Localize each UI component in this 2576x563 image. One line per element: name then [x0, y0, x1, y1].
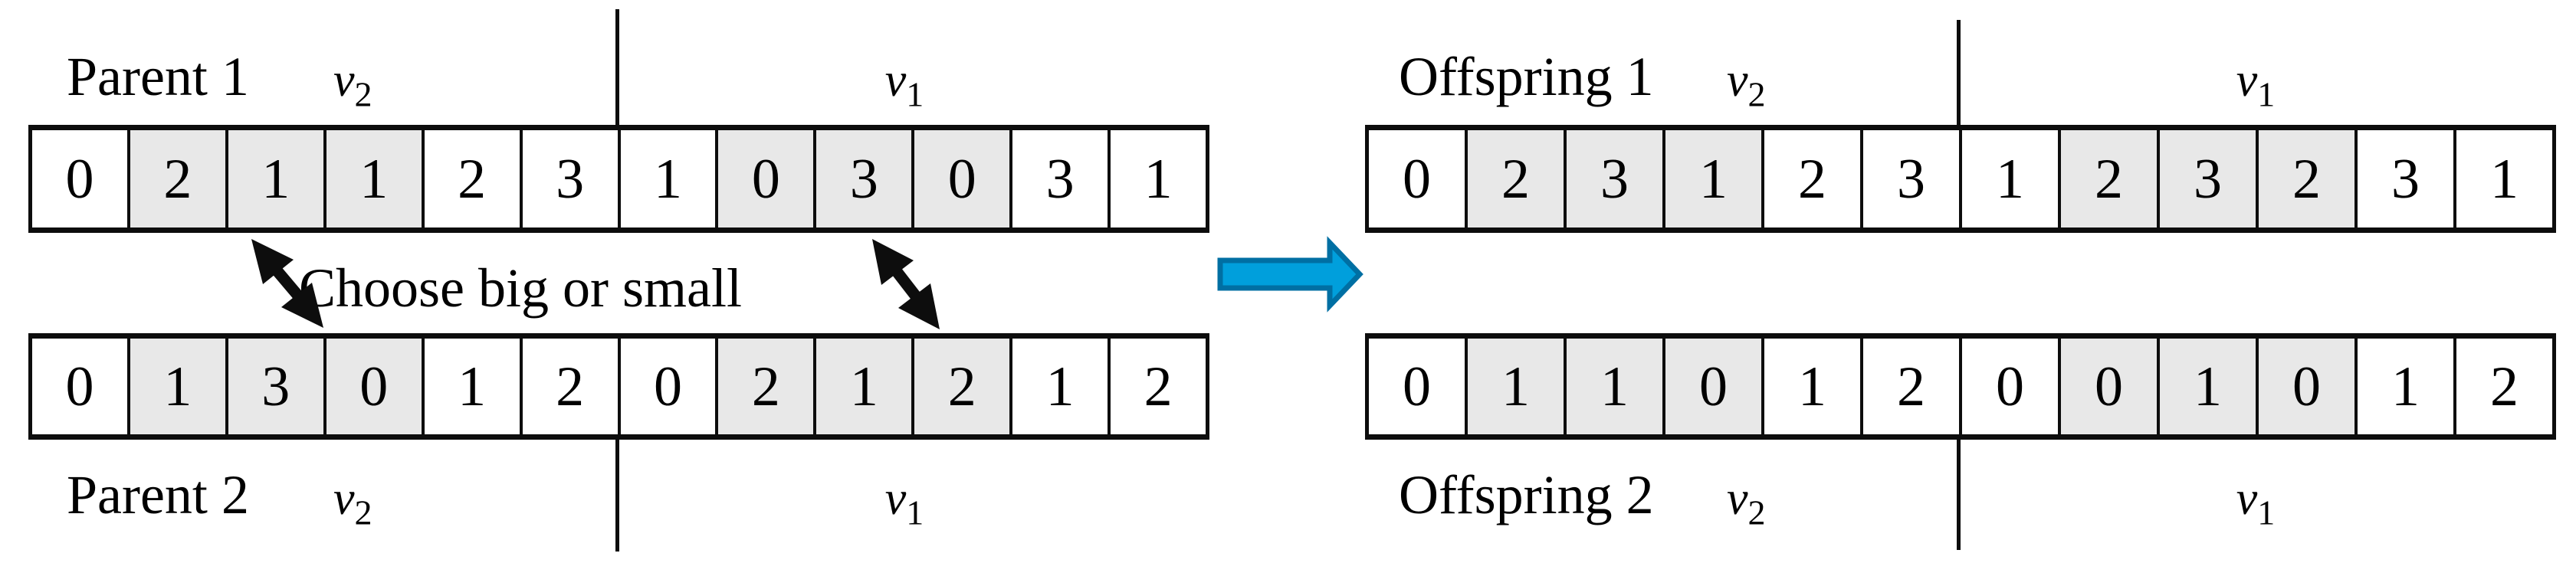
gene-cell: 0	[1369, 339, 1465, 434]
gene-cell: 1	[2354, 339, 2453, 434]
gene-cell: 0	[32, 130, 127, 227]
v2-symbol: v	[1727, 54, 1748, 106]
parent2-v2-label: v2	[333, 473, 372, 530]
gene-cell: 1	[126, 339, 225, 434]
gene-cell: 0	[1369, 130, 1465, 227]
gene-cell: 3	[1009, 130, 1108, 227]
gene-cell: 0	[2058, 339, 2157, 434]
parent1-v1-label: v1	[862, 54, 947, 112]
gene-cell: 0	[911, 130, 1010, 227]
gene-cell: 0	[1662, 339, 1761, 434]
gene-cell: 1	[813, 339, 912, 434]
gene-cell: 0	[2256, 339, 2354, 434]
choose-annotation: Choose big or small	[299, 257, 742, 319]
gene-cell: 2	[715, 339, 814, 434]
v1-subscript: 1	[2257, 74, 2276, 114]
offspring1-v2-label: v2	[1727, 54, 1766, 112]
offspring2-v2-label: v2	[1727, 473, 1766, 530]
offspring2-label: Offspring 2	[1399, 464, 1654, 525]
gene-cell: 2	[2256, 130, 2354, 227]
gene-cell: 1	[1564, 339, 1662, 434]
exchange-arrow-right	[872, 239, 940, 329]
gene-cell: 1	[225, 130, 323, 227]
v1-subscript: 1	[2257, 493, 2276, 532]
offspring1-v1-label: v1	[2213, 54, 2298, 112]
offspring1-label: Offspring 1	[1399, 46, 1654, 107]
gene-cell: 2	[519, 339, 618, 434]
gene-cell: 2	[2453, 339, 2552, 434]
gene-cell: 0	[32, 339, 127, 434]
gene-cell: 2	[1108, 339, 1206, 434]
v2-subscript: 2	[354, 493, 372, 532]
gene-cell: 3	[225, 339, 323, 434]
gene-cell: 0	[617, 339, 716, 434]
gene-cell: 0	[715, 130, 814, 227]
gene-cell: 2	[1465, 130, 1564, 227]
gene-cell: 1	[1662, 130, 1761, 227]
v2-subscript: 2	[354, 74, 372, 114]
v1-symbol: v	[884, 473, 907, 525]
v1-subscript: 1	[906, 493, 924, 532]
v2-symbol: v	[1727, 473, 1748, 525]
gene-cell: 3	[813, 130, 912, 227]
gene-cell: 2	[1860, 339, 1959, 434]
gene-cell: 1	[1009, 339, 1108, 434]
offspring2-segment-divider	[1957, 438, 1961, 550]
gene-cell: 2	[126, 130, 225, 227]
parent1-v2-label: v2	[333, 54, 372, 112]
gene-cell: 0	[323, 339, 422, 434]
offspring2-v1-label: v1	[2213, 473, 2298, 530]
gene-cell: 1	[617, 130, 716, 227]
transform-arrow	[1217, 236, 1363, 313]
gene-cell: 2	[911, 339, 1010, 434]
gene-cell: 1	[1959, 130, 2058, 227]
v2-symbol: v	[333, 473, 355, 525]
gene-cell: 1	[1465, 339, 1564, 434]
v2-subscript: 2	[1747, 493, 1766, 532]
offspring1-segment-divider	[1957, 20, 1961, 126]
gene-cell: 1	[1761, 339, 1860, 434]
gene-cell: 1	[1108, 130, 1206, 227]
parent2-label: Parent 2	[67, 464, 249, 525]
v2-subscript: 2	[1747, 74, 1766, 114]
gene-cell: 3	[2354, 130, 2453, 227]
parent2-segment-divider	[615, 438, 619, 552]
v2-symbol: v	[333, 54, 355, 106]
gene-cell: 2	[421, 130, 520, 227]
v1-symbol: v	[2236, 473, 2258, 525]
v1-subscript: 1	[906, 74, 924, 114]
gene-cell: 3	[519, 130, 618, 227]
gene-cell: 3	[1860, 130, 1959, 227]
gene-cell: 3	[1564, 130, 1662, 227]
gene-cell: 0	[1959, 339, 2058, 434]
gene-cell: 1	[421, 339, 520, 434]
gene-cell: 1	[323, 130, 422, 227]
v1-symbol: v	[884, 54, 907, 106]
parent2-v1-label: v1	[862, 473, 947, 530]
parent1-label: Parent 1	[67, 46, 249, 107]
parent1-segment-divider	[615, 9, 619, 126]
gene-cell: 2	[1761, 130, 1860, 227]
gene-cell: 1	[2453, 130, 2552, 227]
gene-cell: 3	[2157, 130, 2256, 227]
gene-cell: 2	[2058, 130, 2157, 227]
gene-cell: 1	[2157, 339, 2256, 434]
v1-symbol: v	[2236, 54, 2258, 106]
